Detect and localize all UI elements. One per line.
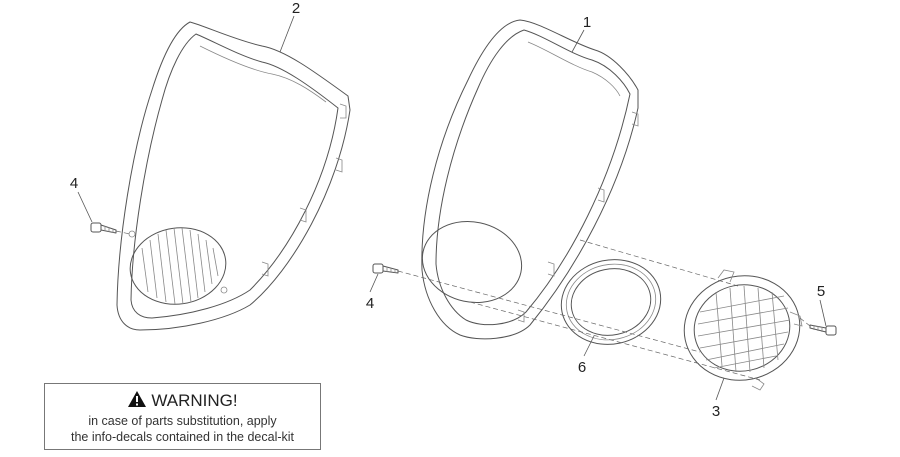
part-6-ring-gasket bbox=[560, 259, 662, 345]
callout-5: 5 bbox=[817, 283, 825, 300]
warning-box: WARNING! in case of parts substitution, … bbox=[44, 383, 321, 450]
warning-line-2: the info-decals contained in the decal-k… bbox=[70, 430, 295, 444]
warning-triangle-icon bbox=[127, 390, 147, 413]
part-1-cover bbox=[421, 19, 639, 340]
leader-lines bbox=[77, 15, 827, 401]
screw-4-left bbox=[90, 222, 117, 234]
warning-title: WARNING! bbox=[45, 390, 320, 413]
callout-1: 1 bbox=[583, 14, 591, 31]
callout-6: 6 bbox=[578, 359, 586, 376]
screw-5 bbox=[809, 324, 837, 336]
callout-4-right: 4 bbox=[366, 295, 374, 312]
callout-4-left: 4 bbox=[70, 175, 78, 192]
part-3-grille bbox=[683, 269, 803, 391]
callout-2: 2 bbox=[292, 0, 300, 17]
warning-title-text: WARNING! bbox=[151, 391, 238, 410]
screw-4-right bbox=[372, 263, 399, 274]
part-2-cover-with-grille bbox=[116, 21, 351, 331]
callout-3: 3 bbox=[712, 403, 720, 420]
assembly-lines bbox=[115, 230, 811, 381]
warning-line-1: in case of parts substitution, apply bbox=[88, 414, 277, 428]
